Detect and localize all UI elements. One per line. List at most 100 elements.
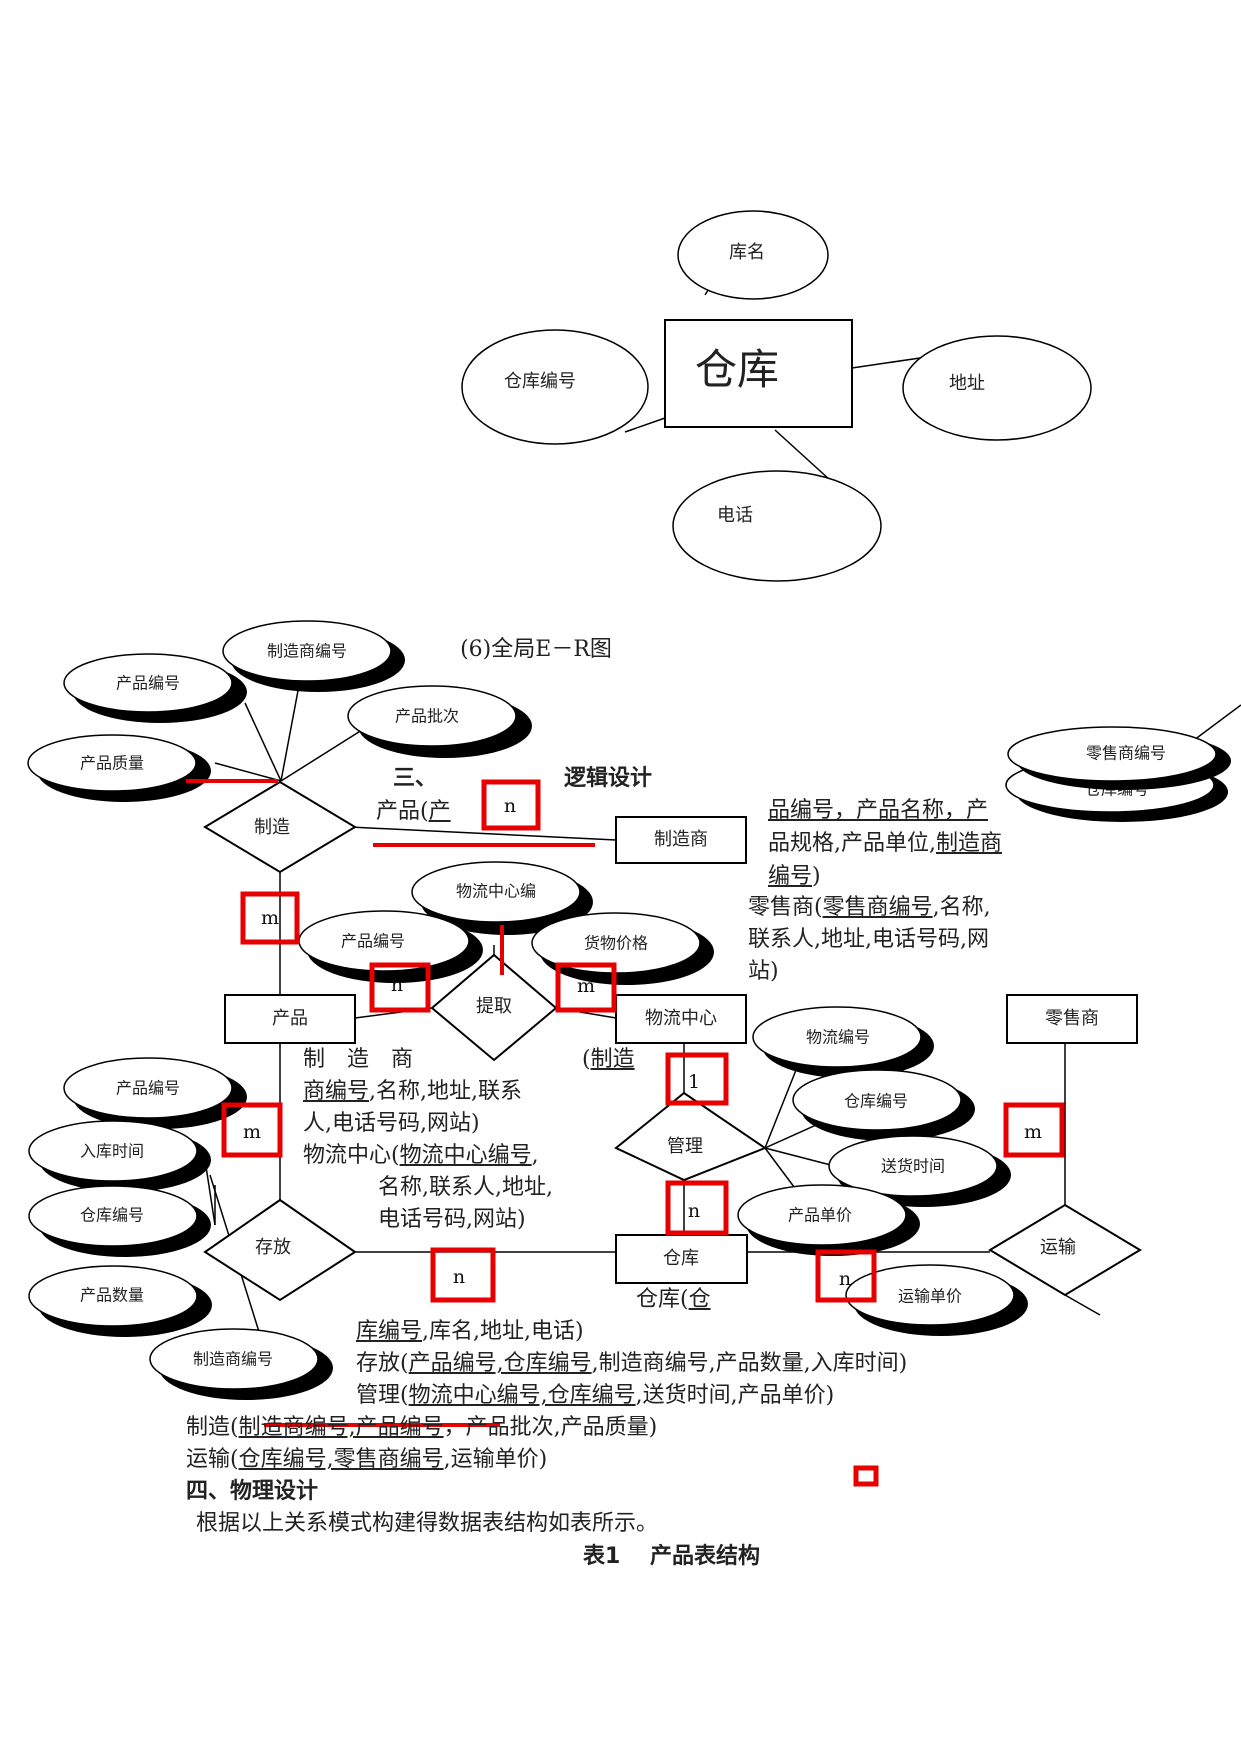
schema-warehouse-line1: 仓库(仓 [636,1287,711,1312]
svg-text:产品单价: 产品单价 [788,1206,852,1225]
warehouse-attr-name: 库名 [677,210,829,300]
entity-warehouse: 仓库 [615,1234,748,1284]
svg-text:n: n [839,1268,851,1290]
svg-text:n: n [688,1200,700,1222]
svg-text:产品编号: 产品编号 [341,932,405,951]
card-ship-warehouse: n [815,1249,877,1303]
rel-manage: 管理 [614,1091,768,1182]
svg-text:产品编号: 产品编号 [116,1079,180,1098]
rel-ship: 运输 [988,1203,1142,1297]
schema-retailer-line1: 零售商(零售商编号,名称, [748,895,991,920]
card-extract-product: n [369,962,431,1013]
svg-text:货物价格: 货物价格 [584,934,648,953]
schema-product-line4: 编号) [768,864,821,889]
rel-store: 存放 [203,1198,357,1302]
svg-text:运输: 运输 [1040,1237,1076,1258]
attr-manage-warehouse-no: 仓库编号 [792,1069,975,1141]
svg-text:仓库: 仓库 [663,1248,699,1269]
attr-manage-logistics-no: 物流编号 [752,1006,934,1078]
svg-text:电话: 电话 [717,505,753,526]
svg-text:n: n [391,974,403,996]
schema-make: 制造(制造商编号,产品编号，产品批次,产品质量) [186,1415,658,1440]
attr-store-in-time: 入库时间 [28,1120,211,1192]
schema-product-line2: 品编号，产品名称，产 [768,798,989,823]
svg-text:产品: 产品 [272,1008,308,1029]
attr-store-maker-no: 制造商编号 [149,1328,333,1400]
svg-text:入库时间: 入库时间 [80,1142,144,1161]
svg-text:产品批次: 产品批次 [395,707,459,726]
svg-text:运输单价: 运输单价 [898,1287,962,1306]
attr-manufacture-product-no: 产品编号 [63,653,247,723]
schema-retailer-line2: 联系人,地址,电话号码,网 [748,927,989,952]
card-extract-center: m [555,962,617,1013]
svg-text:制造商: 制造商 [654,829,708,850]
warehouse-er: 库名 仓库编号 地址 电话 仓库 [461,210,1092,582]
card-manage-warehouse: n [665,1180,729,1236]
schema-maker-line1: 制 造 商 [303,1047,414,1072]
svg-text:1: 1 [688,1071,700,1093]
schema-manage: 管理(物流中心编号,仓库编号,送货时间,产品单价) [356,1383,835,1408]
svg-text:库名: 库名 [729,242,765,263]
attr-manage-unit-price: 产品单价 [737,1184,920,1256]
svg-text:物流中心编: 物流中心编 [456,882,536,901]
schema-maker-line1b: (制造 [582,1047,635,1072]
global-er-caption: (6)全局E－R图 [460,637,612,662]
svg-text:物流编号: 物流编号 [806,1028,870,1047]
attr-extract-center-no: 物流中心编 [411,861,593,935]
svg-text:m: m [261,907,279,929]
section4-heading: 四、物理设计 [186,1479,319,1504]
svg-text:制造商编号: 制造商编号 [267,642,347,661]
card-ship-retailer: m [1003,1102,1065,1158]
svg-text:m: m [243,1121,261,1143]
card-manufacture-maker: n [481,779,541,831]
rel-manufacture: 制造 [203,780,357,874]
svg-text:m: m [1024,1121,1042,1143]
svg-text:产品编号: 产品编号 [116,674,180,693]
schema-store: 存放(产品编号,仓库编号,制造商编号,产品数量,入库时间) [356,1351,908,1376]
section3-heading: 逻辑设计 [564,766,653,791]
table-caption: 表1 产品表结构 [583,1544,760,1569]
schema-center-line3: 电话号码,网站) [378,1207,526,1232]
svg-text:产品数量: 产品数量 [80,1286,144,1305]
attr-extract-price: 货物价格 [531,912,714,985]
schema-center-line1: 物流中心(物流中心编号, [303,1143,539,1168]
warehouse-attr-address: 地址 [902,335,1092,441]
attr-store-quantity: 产品数量 [28,1265,212,1337]
entity-product: 产品 [224,994,356,1044]
entity-manufacturer: 制造商 [615,816,747,864]
schema-product-line1: 产品(产 [376,799,451,824]
svg-text:存放: 存放 [255,1237,291,1258]
schema-product-line3: 品规格,产品单位,制造商 [768,831,1003,856]
attr-store-warehouse-no: 仓库编号 [28,1185,211,1257]
svg-text:m: m [577,975,595,997]
svg-text:制造商编号: 制造商编号 [193,1350,273,1369]
schema-center-line2: 名称,联系人,地址, [378,1175,553,1200]
svg-text:制造: 制造 [254,817,290,838]
entity-logistics-center: 物流中心 [615,994,747,1044]
schema-maker-line3: 人,电话号码,网站) [303,1111,480,1136]
svg-text:送货时间: 送货时间 [881,1157,945,1176]
attr-manufacture-quality: 产品质量 [27,734,211,802]
warehouse-entity: 仓库 [664,319,853,428]
entity-retailer: 零售商 [1006,994,1138,1044]
svg-text:管理: 管理 [667,1136,703,1157]
warehouse-attr-no: 仓库编号 [461,329,649,445]
svg-text:提取: 提取 [476,996,512,1017]
svg-text:仓库编号: 仓库编号 [80,1206,144,1225]
svg-text:物流中心: 物流中心 [645,1008,717,1029]
card-store-warehouse: n [430,1247,496,1303]
svg-text:仓库: 仓库 [695,345,779,394]
warehouse-attr-phone: 电话 [672,470,882,582]
card-manage-center: 1 [665,1052,729,1106]
svg-text:地址: 地址 [949,373,985,394]
section3-heading-number: 三、 [393,766,438,791]
svg-text:产品质量: 产品质量 [80,754,144,773]
rel-extract: 提取 [430,953,558,1062]
card-store-product: m [221,1102,283,1158]
schema-maker-line2: 商编号,名称,地址,联系 [303,1079,522,1104]
svg-text:n: n [453,1266,465,1288]
svg-text:零售商: 零售商 [1045,1008,1099,1029]
attr-manage-delivery-time: 送货时间 [828,1135,1011,1207]
schema-retailer-line3: 站) [748,959,779,984]
attr-retailer-no: 仓库编号 零售商编号 [1005,726,1231,822]
